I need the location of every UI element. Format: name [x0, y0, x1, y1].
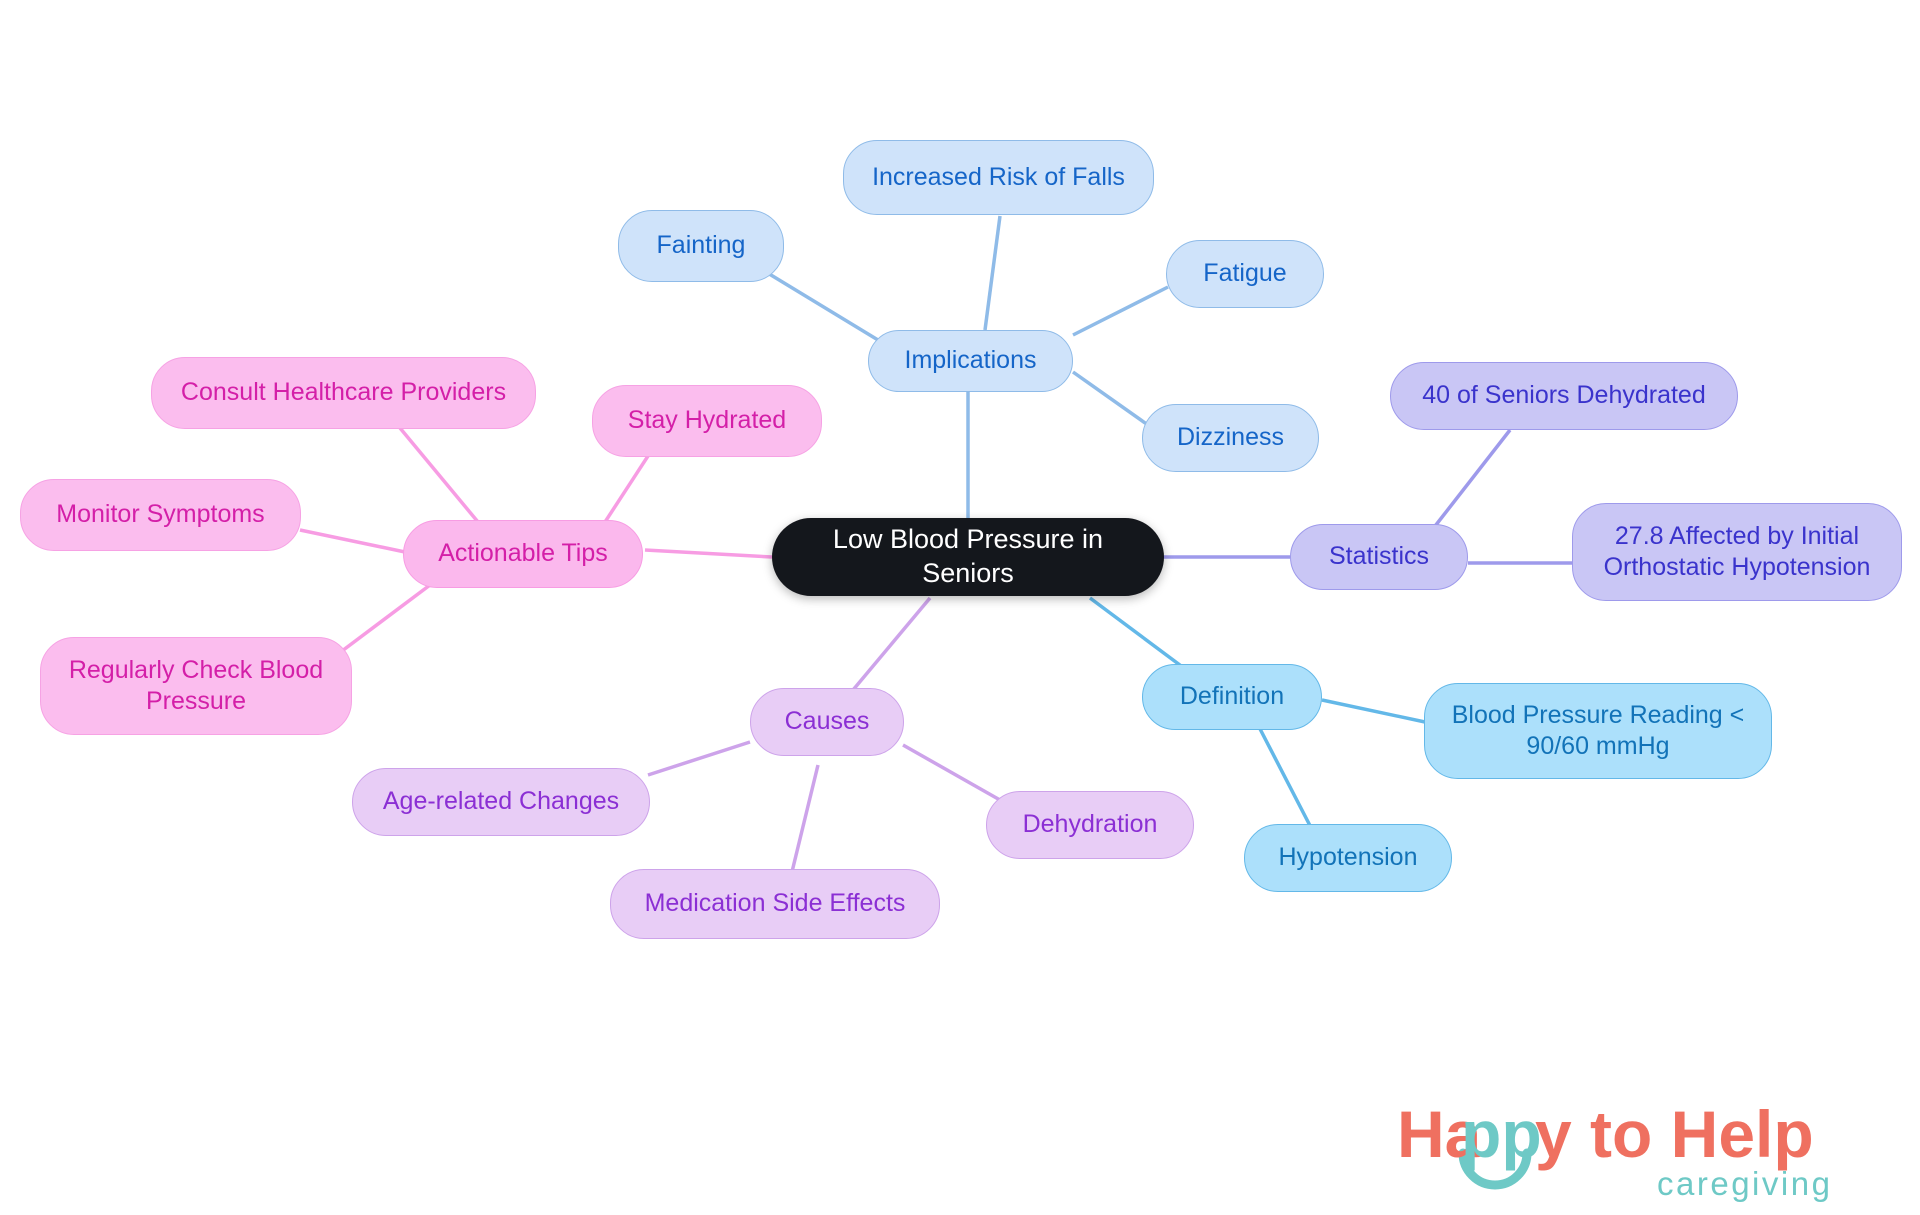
child-node-fainting[interactable]: Fainting — [618, 210, 784, 282]
edge-causes-age — [647, 740, 751, 777]
edge-causes-medication — [788, 764, 820, 881]
child-node-seniors-dehydrated[interactable]: 40 of Seniors Dehydrated — [1390, 362, 1738, 430]
happy-to-help-logo: Ha pp y to Help caregiving — [1397, 1097, 1832, 1202]
child-node-stay-hydrated[interactable]: Stay Hydrated — [592, 385, 822, 457]
edge-implications-fainting — [765, 270, 879, 342]
child-node-age-related-changes[interactable]: Age-related Changes — [352, 768, 650, 836]
edge-tips-monitor — [299, 528, 406, 554]
edge-tips-check-bp — [328, 583, 432, 662]
branch-node-implications[interactable]: Implications — [868, 330, 1073, 392]
child-node-blood-pressure-reading[interactable]: Blood Pressure Reading < 90/60 mmHg — [1424, 683, 1772, 779]
edge-tips-hydrated — [603, 455, 650, 523]
child-node-regularly-check-blood-pressure[interactable]: Regularly Check Blood Pressure — [40, 637, 352, 735]
edge-root-tips — [644, 548, 773, 559]
child-node-consult-healthcare-providers[interactable]: Consult Healthcare Providers — [151, 357, 536, 429]
edge-tips-consult — [398, 426, 480, 524]
child-node-initial-orthostatic-hypotension[interactable]: 27.8 Affected by Initial Orthostatic Hyp… — [1572, 503, 1902, 601]
edge-statistics-dehydrated — [1430, 428, 1512, 532]
edge-causes-dehydration — [902, 743, 1001, 802]
child-node-dizziness[interactable]: Dizziness — [1142, 404, 1319, 472]
branch-node-causes[interactable]: Causes — [750, 688, 904, 756]
logo-tagline: caregiving — [1657, 1165, 1832, 1202]
edge-implications-fatigue — [1072, 285, 1169, 337]
child-node-medication-side-effects[interactable]: Medication Side Effects — [610, 869, 940, 939]
child-node-fatigue[interactable]: Fatigue — [1166, 240, 1324, 308]
edge-implications-falls — [983, 215, 1002, 331]
branch-node-statistics[interactable]: Statistics — [1290, 524, 1468, 590]
child-node-hypotension[interactable]: Hypotension — [1244, 824, 1452, 892]
child-node-monitor-symptoms[interactable]: Monitor Symptoms — [20, 479, 301, 551]
logo-text-part1: Ha — [1397, 1097, 1483, 1171]
logo-text-part3: y to Help — [1535, 1097, 1814, 1171]
logo-smile-arc — [1458, 1148, 1532, 1190]
edge-root-causes — [851, 596, 932, 692]
edge-definition-reading — [1321, 698, 1426, 724]
child-node-increased-risk-of-falls[interactable]: Increased Risk of Falls — [843, 140, 1154, 215]
logo-text-part2: pp — [1461, 1097, 1542, 1171]
branch-node-definition[interactable]: Definition — [1142, 664, 1322, 730]
edge-implications-dizziness — [1071, 370, 1150, 427]
branch-node-actionable-tips[interactable]: Actionable Tips — [403, 520, 643, 588]
root-node[interactable]: Low Blood Pressure in Seniors — [772, 518, 1164, 596]
child-node-dehydration[interactable]: Dehydration — [986, 791, 1194, 859]
